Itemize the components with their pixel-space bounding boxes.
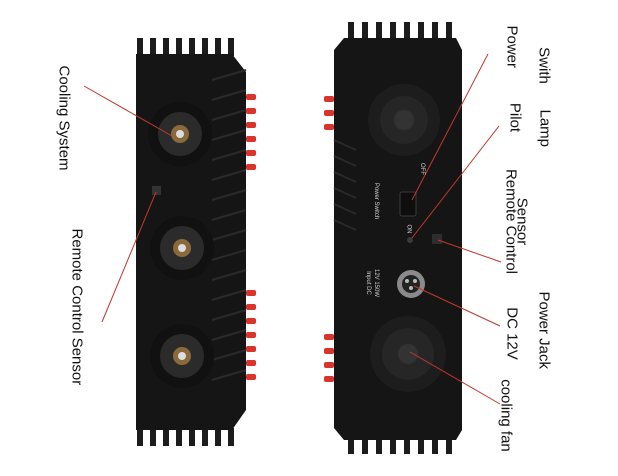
pilot-lamp <box>407 237 413 243</box>
left-fan-2 <box>150 216 214 280</box>
panel-input-line1: Input DC <box>364 271 371 295</box>
panel-input-line2: 12V 150W <box>373 268 380 298</box>
right-side-slats <box>333 139 357 231</box>
right-remote-sensor-window <box>432 234 442 244</box>
power-switch <box>399 191 417 217</box>
left-remote-sensor-window <box>152 186 161 195</box>
right-fan-top <box>368 84 440 156</box>
left-fan-3 <box>150 324 214 388</box>
leader-cooling-system <box>83 85 173 137</box>
label-power-switch-line1: Power <box>503 25 521 69</box>
leader-lines <box>83 53 502 405</box>
label-cooling-fan: cooling fan <box>497 379 515 452</box>
label-dc12v-line2: Power Jack <box>535 291 553 370</box>
right-unit <box>324 22 462 454</box>
left-bottom-fins <box>137 428 234 446</box>
panel-off-text: OFF <box>419 163 425 175</box>
right-antenna-connectors <box>324 96 334 382</box>
leader-power-jack <box>413 285 501 327</box>
power-jack <box>397 270 425 298</box>
label-pilot-lamp-line2: Lamp <box>536 109 554 148</box>
label-remote-control-sensor-right-line2: Sensor <box>513 197 531 246</box>
label-power-switch-line2: Swith <box>535 47 553 84</box>
leader-remote-sensor-left <box>101 191 157 323</box>
label-cooling-system: Cooling System <box>55 65 73 171</box>
panel-on-text: ON <box>405 224 412 234</box>
left-unit <box>136 38 256 446</box>
left-fan-1 <box>148 102 212 166</box>
left-side-slats <box>211 69 247 381</box>
right-bottom-fins <box>348 436 452 454</box>
panel-power-switch-text: Power Switch <box>373 182 380 220</box>
leader-power-switch <box>411 53 489 201</box>
label-dc12v-line1: DC 12V <box>503 307 521 360</box>
label-remote-control-sensor-left: Remote Control Sensor <box>68 228 86 386</box>
leader-cooling-fan <box>409 351 501 405</box>
leader-pilot-lamp <box>411 125 500 239</box>
left-top-fins <box>137 38 234 56</box>
right-top-fins <box>348 22 452 40</box>
leader-remote-sensor-right <box>437 239 502 263</box>
right-fan-bottom <box>370 316 446 392</box>
left-antenna-connectors <box>246 94 256 380</box>
label-pilot-lamp-line1: Pilot <box>506 102 524 133</box>
